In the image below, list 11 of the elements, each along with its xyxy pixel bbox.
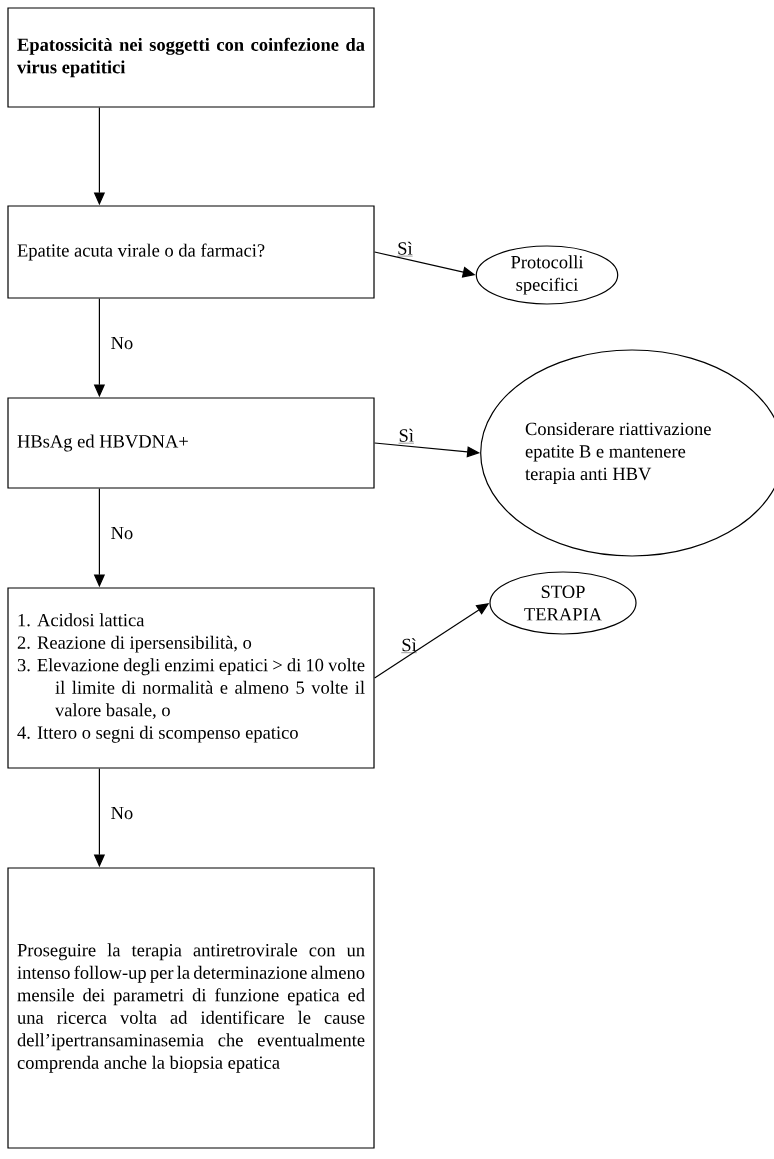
process-box: Epatite acuta virale o da farmaci? [7,205,375,299]
process-box: HBsAg ed HBVDNA+ [7,397,375,489]
edge-label: No [111,806,133,820]
process-box: Proseguire la terapia antiretrovirale con un intenso follow-up per la determinazione almeno mensile dei parametri di funzione epatica ed una ricerca volta ad identificare le cause dell’ipertransaminasemia che eventualmente comprenda anche la biopsia epatica [7,867,375,1149]
edge-label: No [111,526,133,540]
edge-label: No [111,336,133,350]
process-box: Epatossicità nei soggetti con coinfezione da virus epatitici [7,7,375,108]
process-box: 1. Acidosi lattica 2. Reazione di ipersensibilità, o 3. Elevazione degli enzimi epatici > di 10 volte il limite di normalità e almeno 5 volte il valore basale, o 4. Ittero o segni di scompenso epatico [7,587,375,769]
edge-label: Sì [401,638,417,653]
edge-label: Sì [398,428,415,444]
edge-label: Sì [397,241,413,257]
